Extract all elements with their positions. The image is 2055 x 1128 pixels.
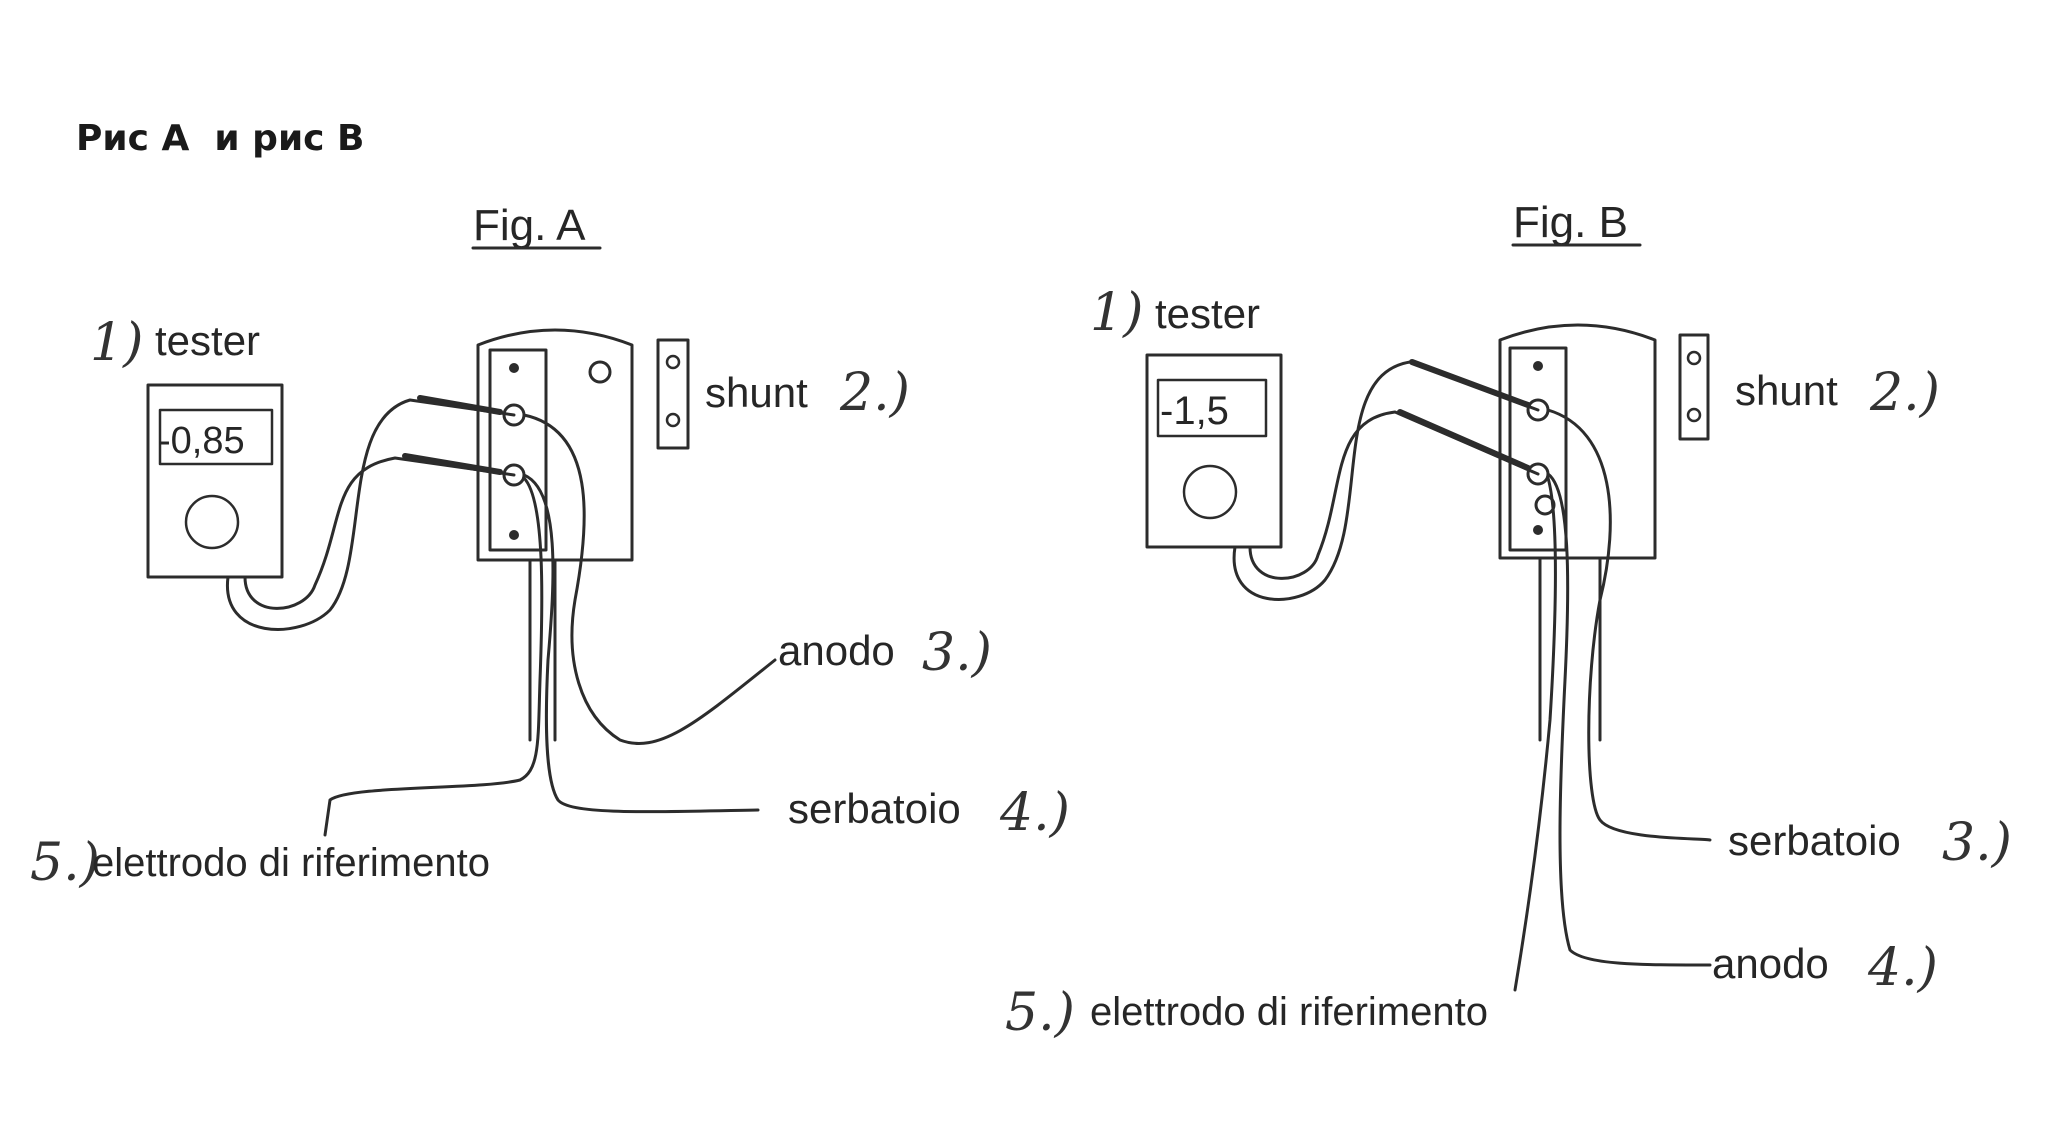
fig-a-anodo-number: 3.) — [922, 623, 992, 683]
figure-a: Fig. A 1) tester -0,85 — [30, 201, 1070, 893]
fig-a-shunt-number: 2.) — [839, 363, 910, 423]
fig-b-tester-display — [1156, 378, 1268, 438]
fig-b-anode-wire — [1546, 472, 1712, 967]
fig-a-wires — [323, 413, 777, 837]
fig-b-shunt-label: shunt — [1735, 367, 1838, 414]
fig-b-anodo-number: 4.) — [1867, 938, 1938, 998]
fig-b-serbatoio-label: serbatoio — [1728, 817, 1901, 864]
fig-a-terminal-block — [476, 328, 634, 742]
fig-b-wires — [1513, 408, 1712, 992]
fig-b-tester-device: -1,5 — [1145, 353, 1283, 549]
fig-b-anodo-label: anodo — [1712, 940, 1829, 987]
fig-b-serbatoio-number: 3.) — [1942, 813, 2012, 873]
fig-a-shunt — [656, 338, 690, 450]
fig-b-elettrodo-label: elettrodo di riferimento — [1090, 990, 1488, 1034]
fig-a-shunt-label: shunt — [705, 369, 808, 416]
fig-b-shunt — [1678, 333, 1710, 441]
fig-a-serbatoio-label: serbatoio — [788, 785, 961, 832]
fig-b-terminal-block — [1498, 323, 1657, 742]
fig-a-anode-wire — [522, 413, 777, 745]
fig-b-tank-wire — [1546, 408, 1712, 842]
fig-b-tester-value: -1,5 — [1160, 389, 1229, 433]
fig-b-tester-number: 1) — [1090, 283, 1143, 343]
fig-b-shunt-number: 2.) — [1869, 363, 1940, 423]
fig-a-elettrodo-label: elettrodo di riferimento — [92, 841, 490, 885]
fig-a-elettrodo-number: 5.) — [30, 833, 100, 893]
page-heading: Рис А и рис В — [76, 118, 365, 159]
fig-a-terminal-strip — [488, 348, 548, 552]
fig-b-elettrodo-number: 5.) — [1005, 983, 1075, 1043]
fig-a-reference-wire — [323, 476, 544, 837]
fig-b-reference-wire — [1513, 476, 1557, 992]
fig-b-tester-leads — [1232, 359, 1540, 601]
fig-a-tester-dial — [184, 494, 240, 550]
fig-a-title: Fig. A — [473, 201, 586, 250]
fig-b-tester-dial — [1182, 464, 1238, 520]
fig-a-tester-number: 1) — [90, 313, 143, 373]
fig-a-tester-label: tester — [155, 317, 260, 364]
fig-b-terminal-strip — [1508, 346, 1568, 552]
fig-a-tank-wire — [522, 473, 760, 814]
fig-b-tester-label: tester — [1155, 290, 1260, 337]
fig-a-tester-device: -0,85 — [146, 383, 284, 579]
fig-b-title: Fig. B — [1513, 198, 1628, 247]
fig-a-tester-value: -0,85 — [158, 420, 245, 462]
fig-a-tester-display — [158, 408, 274, 466]
fig-a-anodo-label: anodo — [778, 627, 895, 674]
figure-b: Fig. B 1) tester -1,5 — [1005, 198, 2012, 1043]
fig-a-serbatoio-number: 4.) — [999, 783, 1070, 843]
fig-a-tester-leads — [226, 395, 516, 631]
